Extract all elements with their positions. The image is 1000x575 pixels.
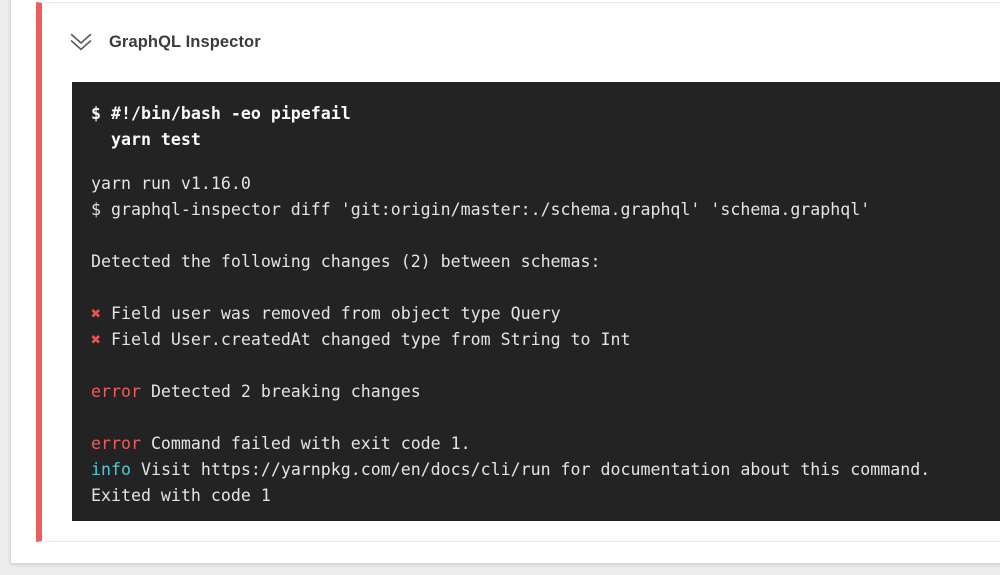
- terminal-text-segment: ✖: [91, 330, 101, 349]
- terminal-line: $ graphql-inspector diff 'git:origin/mas…: [91, 197, 1000, 223]
- terminal-line: error Detected 2 breaking changes: [91, 379, 1000, 405]
- terminal-text-segment: Field User.createdAt changed type from S…: [101, 330, 631, 349]
- terminal-text-segment: Visit https://yarnpkg.com/en/docs/cli/ru…: [130, 460, 931, 479]
- terminal-line: ✖ Field User.createdAt changed type from…: [91, 327, 1000, 353]
- terminal-line: [91, 275, 1000, 301]
- terminal-line: [91, 353, 1000, 379]
- output-block: yarn run v1.16.0 $ graphql-inspector diff…: [91, 171, 1000, 509]
- failed-step-section: GraphQL Inspector $ #!/bin/bash -eo pipe…: [36, 2, 1000, 542]
- terminal-line: $ #!/bin/bash -eo pipefail: [91, 104, 351, 123]
- terminal-text-segment: Field user was removed from object type …: [101, 304, 561, 323]
- terminal-text-segment: Command failed with exit code 1.: [140, 434, 471, 453]
- terminal-text-segment: ✖: [91, 304, 101, 323]
- step-header[interactable]: GraphQL Inspector: [48, 4, 1000, 80]
- terminal-line: yarn test: [91, 130, 201, 149]
- command-block: $ #!/bin/bash -eo pipefail yarn test: [91, 101, 1000, 153]
- terminal-line: info Visit https://yarnpkg.com/en/docs/c…: [91, 457, 1000, 483]
- terminal-line: Exited with code 1: [91, 483, 1000, 509]
- terminal-text-segment: $ graphql-inspector diff 'git:origin/mas…: [91, 200, 871, 219]
- terminal-line: Detected the following changes (2) betwe…: [91, 249, 1000, 275]
- terminal-text-segment: yarn run v1.16.0: [91, 174, 251, 193]
- terminal-line: [91, 223, 1000, 249]
- terminal-line: yarn run v1.16.0: [91, 171, 1000, 197]
- double-chevron-down-icon[interactable]: [70, 33, 92, 51]
- terminal-text-segment: error: [91, 382, 141, 401]
- terminal-text-segment: Detected the following changes (2) betwe…: [91, 252, 601, 271]
- terminal-text-segment: error: [91, 434, 141, 453]
- terminal-line: error Command failed with exit code 1.: [91, 431, 1000, 457]
- terminal-output: $ #!/bin/bash -eo pipefail yarn test yar…: [72, 82, 1000, 521]
- terminal-text-segment: Detected 2 breaking changes: [140, 382, 421, 401]
- terminal-line: ✖ Field user was removed from object typ…: [91, 301, 1000, 327]
- terminal-text-segment: Exited with code 1: [91, 486, 271, 505]
- terminal-line: [91, 405, 1000, 431]
- step-title: GraphQL Inspector: [109, 32, 261, 51]
- terminal-text-segment: info: [91, 460, 131, 479]
